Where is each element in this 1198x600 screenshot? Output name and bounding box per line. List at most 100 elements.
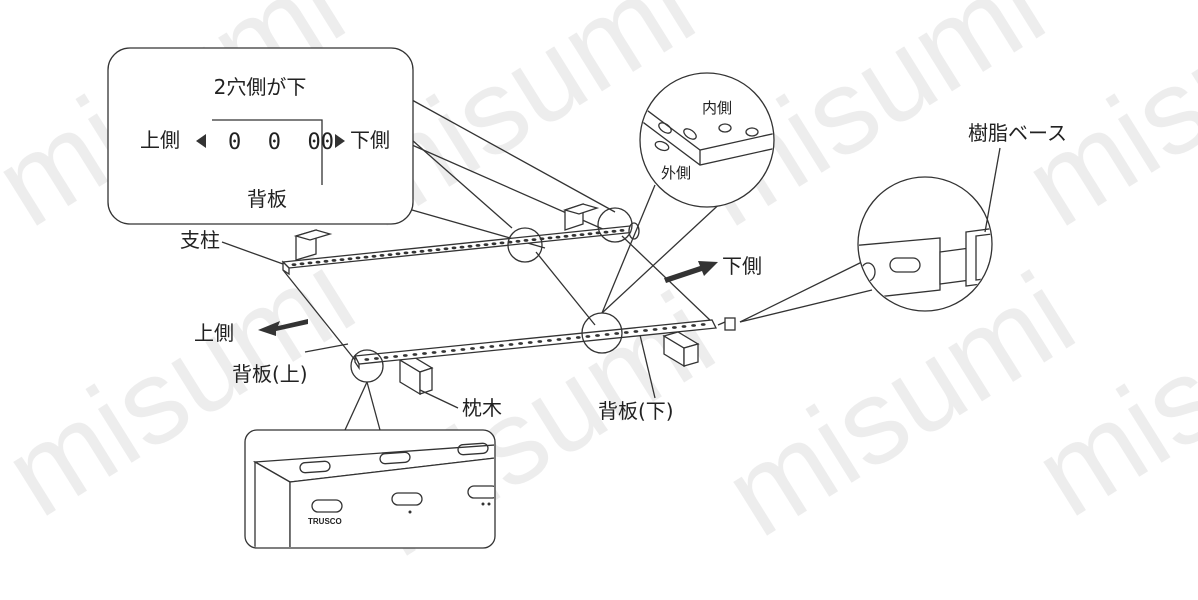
rail-hole <box>587 232 593 236</box>
rail-hole <box>633 330 639 333</box>
pillar-label: 支柱 <box>180 228 220 252</box>
channel-front-face <box>289 457 494 547</box>
rail-hole <box>395 252 401 256</box>
rail-hole <box>402 354 408 357</box>
callout-frame <box>107 47 414 225</box>
rail-hole <box>379 254 385 257</box>
rail-hole <box>515 239 521 243</box>
rail-hole <box>700 323 706 326</box>
rail-hole <box>393 355 398 358</box>
upper-side-label: 上側 <box>140 128 180 152</box>
upper-side-label: 上側 <box>194 321 234 345</box>
front-rail-lower <box>353 319 718 371</box>
leader-line <box>366 381 381 431</box>
resin-base-label: 樹脂ベース <box>968 121 1067 145</box>
arrow-right-icon <box>664 261 718 283</box>
rail-hole <box>451 246 457 250</box>
sleeper-front-left <box>398 355 434 396</box>
rail-hole <box>595 334 600 337</box>
rack-structure <box>281 203 736 396</box>
sleeper-label: 枕木 <box>462 396 502 420</box>
rail-hole <box>450 349 456 352</box>
rail-hole <box>355 256 361 260</box>
rail-hole <box>427 249 433 252</box>
rail-hole <box>475 244 481 247</box>
detail-circle-back-end <box>597 207 633 243</box>
rail-hole <box>422 352 427 355</box>
rail-hole <box>291 263 297 266</box>
rail-hole <box>479 346 485 349</box>
rail-hole <box>523 239 529 242</box>
rail-hole <box>374 357 379 360</box>
rail-hole <box>681 325 687 328</box>
rail-hole <box>611 229 617 233</box>
rail-hole <box>419 249 425 253</box>
rail-hole <box>603 230 609 234</box>
rail-hole <box>619 229 625 232</box>
rail-hole <box>518 342 523 345</box>
rail-hole <box>499 344 504 347</box>
arrow-right-icon <box>335 134 345 148</box>
back-plate-upper-label: 背板(上) <box>232 362 308 386</box>
rail-hole <box>672 326 677 329</box>
sleeper-back-right <box>562 203 600 231</box>
channel-edge <box>254 460 291 547</box>
leader-line <box>739 289 873 323</box>
rail-hole <box>547 339 552 342</box>
frame-mid-edge <box>535 251 596 326</box>
outer-side-label: 外側 <box>661 164 691 182</box>
rail-hole <box>371 254 377 258</box>
leader-line <box>221 241 284 265</box>
back-rail-upper <box>281 222 640 276</box>
rail-hole <box>643 329 648 332</box>
detail-box-bottom: TRUSCO <box>244 381 496 549</box>
callout-title: 2穴側が下 <box>214 75 307 99</box>
rail-hole <box>470 347 475 350</box>
rail-hole <box>563 234 569 238</box>
callout-circle-frame <box>639 72 775 208</box>
leader-line <box>411 139 513 229</box>
rail-hole <box>412 353 418 356</box>
rail-hole <box>491 242 497 246</box>
rail-hole <box>339 258 345 261</box>
lower-direction-arrow: 下側 <box>664 254 762 283</box>
rail-hole <box>460 348 466 351</box>
lower-side-label: 下側 <box>350 128 390 152</box>
leader-line <box>304 343 349 353</box>
resin-base-small <box>717 317 736 331</box>
rail-hole <box>387 253 393 256</box>
rail-hole <box>614 332 620 335</box>
rail-hole <box>443 247 449 251</box>
rail-hole <box>537 340 543 343</box>
brand-logo: TRUSCO <box>308 517 342 526</box>
inner-side-label: 内側 <box>702 99 732 117</box>
rail-hole <box>489 345 495 348</box>
rail-hole <box>531 238 537 242</box>
arrow-left-icon <box>258 319 308 336</box>
rail-hole <box>652 328 658 331</box>
back-plate-outline <box>212 119 323 185</box>
sleeper-back-left <box>293 229 333 261</box>
callout-circle: 内側 外側 <box>601 72 775 314</box>
rail-hole <box>575 336 581 339</box>
rail-hole <box>556 338 562 341</box>
arrow-left-icon <box>196 134 206 148</box>
rail-hole <box>323 259 329 263</box>
rail-hole <box>585 335 591 338</box>
rail-hole <box>403 251 409 255</box>
rail-hole <box>441 350 447 353</box>
rail-hole <box>499 241 505 245</box>
leader-line <box>601 184 656 314</box>
back-plate-lower-label: 背板(下) <box>598 399 674 423</box>
leader-line <box>344 381 368 431</box>
callout-top-box: 2穴側が下 上側 0 0 00 下側 背板 <box>107 47 616 249</box>
rail-hole <box>508 343 514 346</box>
rail-hole <box>364 358 370 361</box>
leader-line <box>984 147 1001 233</box>
rail-hole <box>363 255 369 259</box>
upper-direction-arrow: 上側 <box>194 319 308 345</box>
rail-hole <box>467 244 473 248</box>
leader-line <box>739 257 871 323</box>
rail-hole <box>571 234 577 237</box>
